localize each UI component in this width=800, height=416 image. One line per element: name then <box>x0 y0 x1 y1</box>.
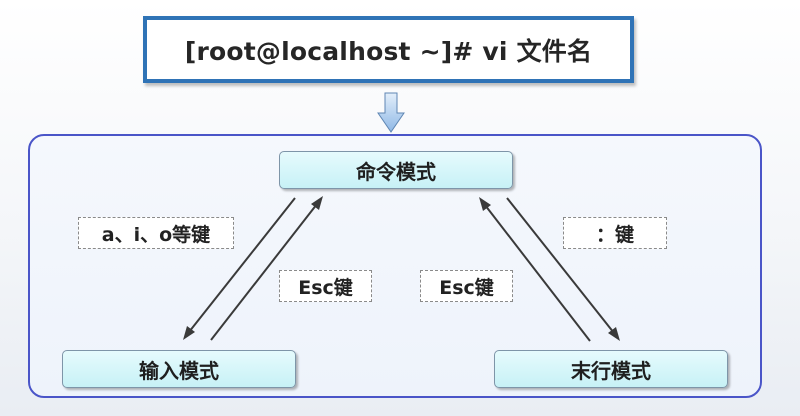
input-mode-box: 输入模式 <box>62 350 296 388</box>
insert-keys-label: a、i、o等键 <box>101 223 211 246</box>
input-mode-label: 输入模式 <box>139 358 219 383</box>
last-line-mode-label: 末行模式 <box>571 358 651 383</box>
esc-key-right-label-box: Esc键 <box>420 270 513 302</box>
arrow-last-line-to-command <box>479 197 591 342</box>
down-block-arrow <box>377 92 405 133</box>
esc-key-left-label: Esc键 <box>298 276 353 299</box>
insert-keys-label-box: a、i、o等键 <box>78 217 234 249</box>
command-mode-label: 命令模式 <box>356 159 436 184</box>
command-line-text: [root@localhost ~]# vi 文件名 <box>184 36 593 66</box>
arrow-command-to-input <box>183 197 296 340</box>
esc-key-left-label-box: Esc键 <box>279 270 372 302</box>
arrow-input-to-command <box>210 196 323 341</box>
esc-key-right-label: Esc键 <box>439 276 494 299</box>
arrow-command-to-last-line <box>506 197 620 341</box>
colon-key-label-box: ：键 <box>563 217 667 249</box>
command-mode-box: 命令模式 <box>279 151 513 189</box>
last-line-mode-box: 末行模式 <box>494 350 728 388</box>
command-line-box: [root@localhost ~]# vi 文件名 <box>143 16 634 83</box>
colon-key-label: ：键 <box>595 223 634 246</box>
